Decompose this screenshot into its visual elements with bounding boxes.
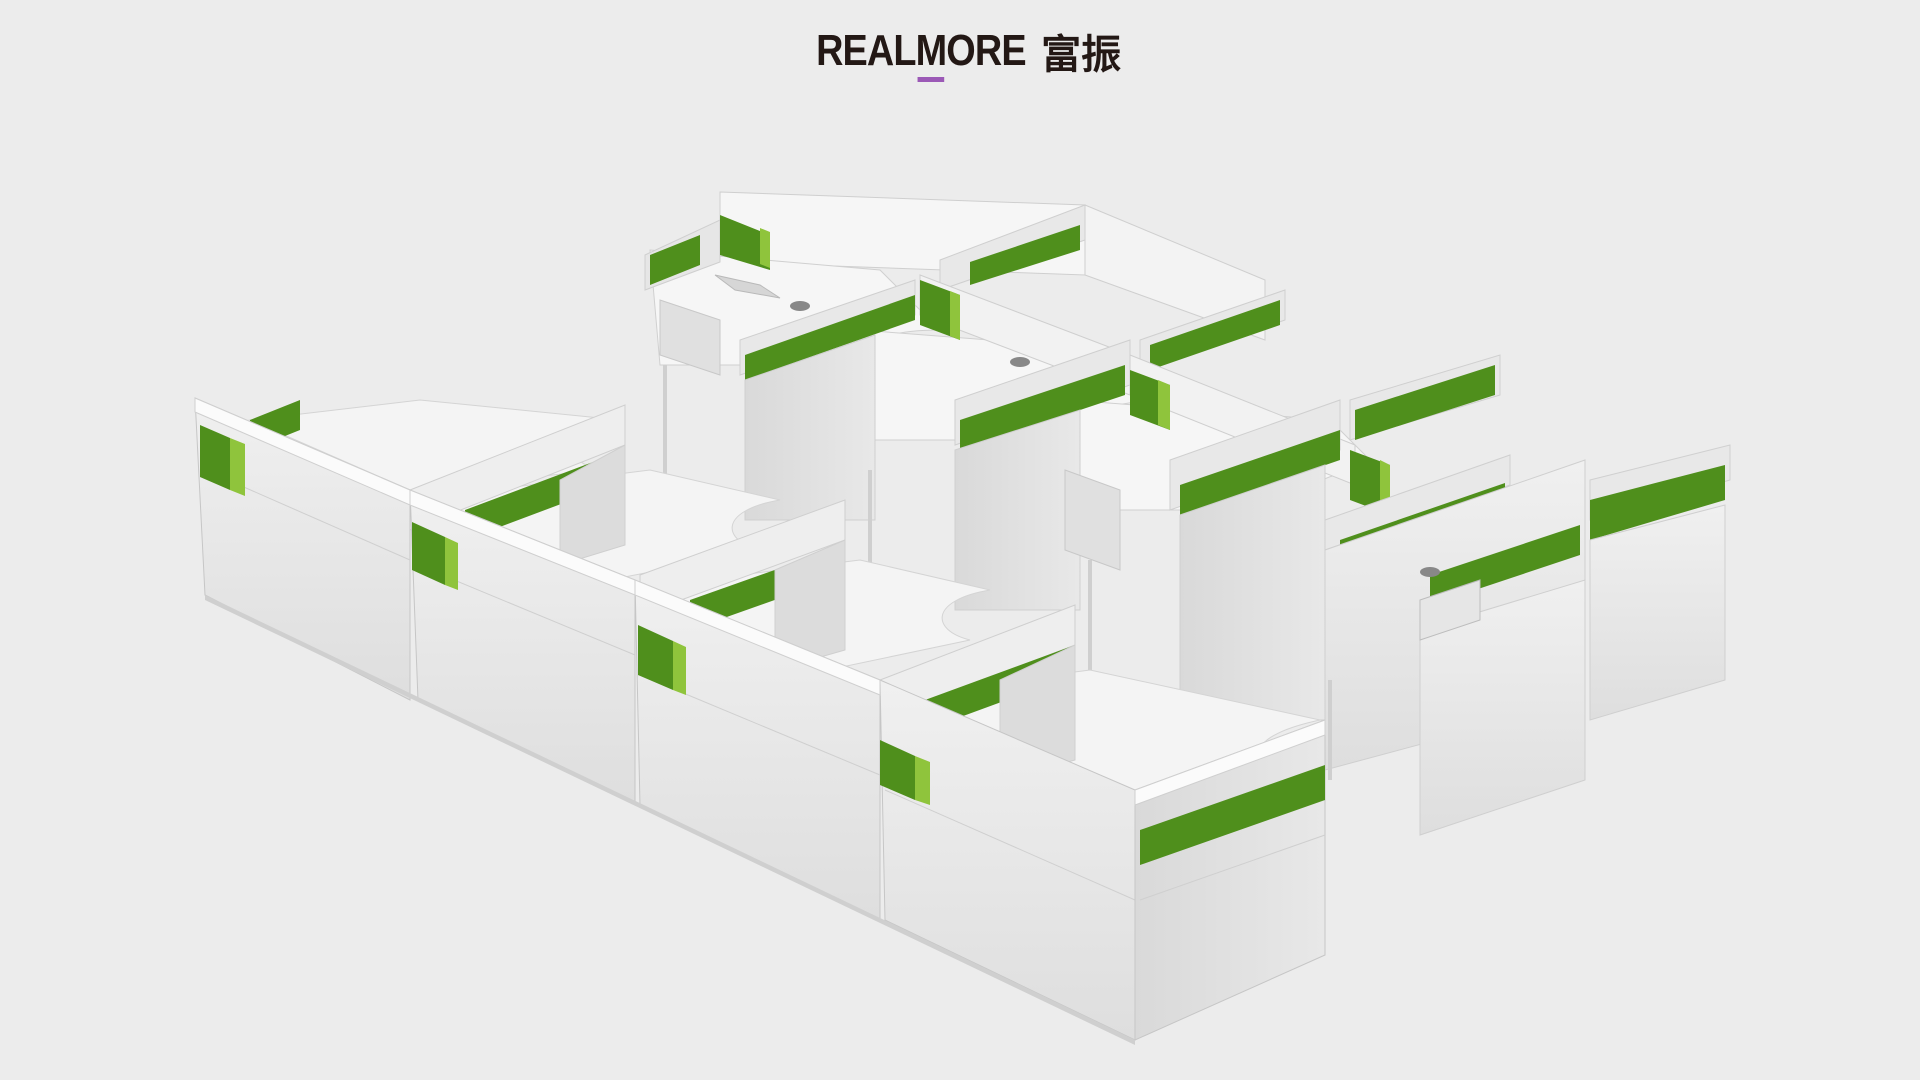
- brand-wordmark: REALMORE: [815, 26, 1026, 82]
- laptop: [714, 274, 781, 299]
- brand-logo: REALMORE 富振: [0, 22, 1920, 82]
- monitor: [1419, 579, 1481, 641]
- fabric-panel: [650, 235, 700, 285]
- brand-chinese-name: 富振: [1041, 32, 1122, 78]
- front-row-cubicles: [194, 397, 1326, 1045]
- brand-wordmark-suffix: ORE: [946, 26, 1026, 75]
- brand-wordmark-prefix: REAL: [815, 26, 916, 75]
- back-row-cubicles: [644, 191, 1731, 836]
- brand-wordmark-m: M: [915, 26, 947, 82]
